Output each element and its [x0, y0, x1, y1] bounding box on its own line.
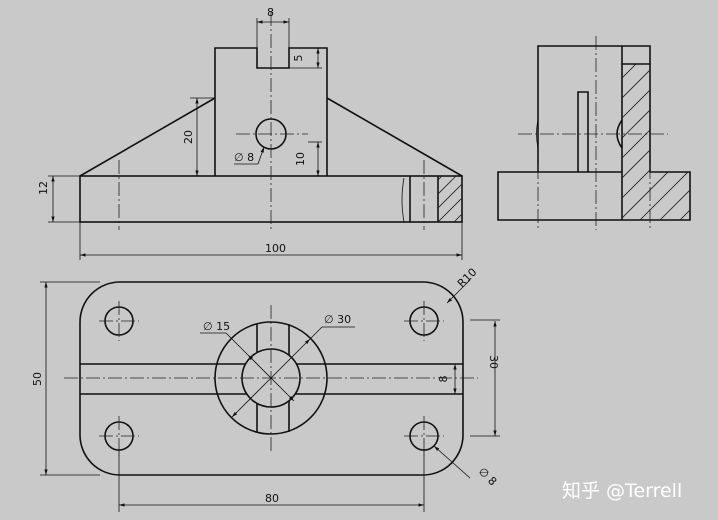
front-section-hatch	[438, 176, 462, 222]
dim-rib-height: 20	[182, 130, 195, 144]
dim-hole-spacing-x: 80	[265, 492, 279, 505]
dim-overall-height: 50	[31, 372, 44, 386]
top-plate	[79, 281, 464, 476]
side-section-hatch	[622, 64, 690, 220]
watermark: 知乎 @Terrell	[562, 480, 683, 502]
dim-slot-width: 8	[437, 376, 450, 383]
dim-corner-radius: R10	[455, 266, 479, 290]
side-view	[497, 36, 691, 230]
dim-hole-height: 10	[294, 152, 307, 166]
dim-boss-outer: ∅ 30	[324, 313, 351, 326]
dim-top-width: 8	[267, 6, 274, 19]
dim-slot-depth: 5	[292, 55, 305, 62]
top-dimensions	[40, 279, 500, 512]
dim-corner-hole: ∅ 8	[476, 465, 499, 488]
dim-total-length: 100	[265, 242, 286, 255]
right-rib	[326, 97, 463, 177]
dimension-labels: 8 5 20 12 ∅ 8 10 100 R10 ∅ 15 ∅ 30 30 8 …	[31, 6, 500, 505]
front-dimensions	[48, 18, 463, 260]
dim-boss-inner: ∅ 15	[203, 320, 230, 333]
dim-base-height: 12	[37, 181, 50, 195]
dim-hole-spacing-y: 30	[487, 355, 500, 369]
front-view	[79, 12, 463, 230]
side-outline	[497, 45, 691, 221]
left-rib	[79, 97, 216, 177]
dim-front-hole-dia: ∅ 8	[234, 151, 254, 164]
